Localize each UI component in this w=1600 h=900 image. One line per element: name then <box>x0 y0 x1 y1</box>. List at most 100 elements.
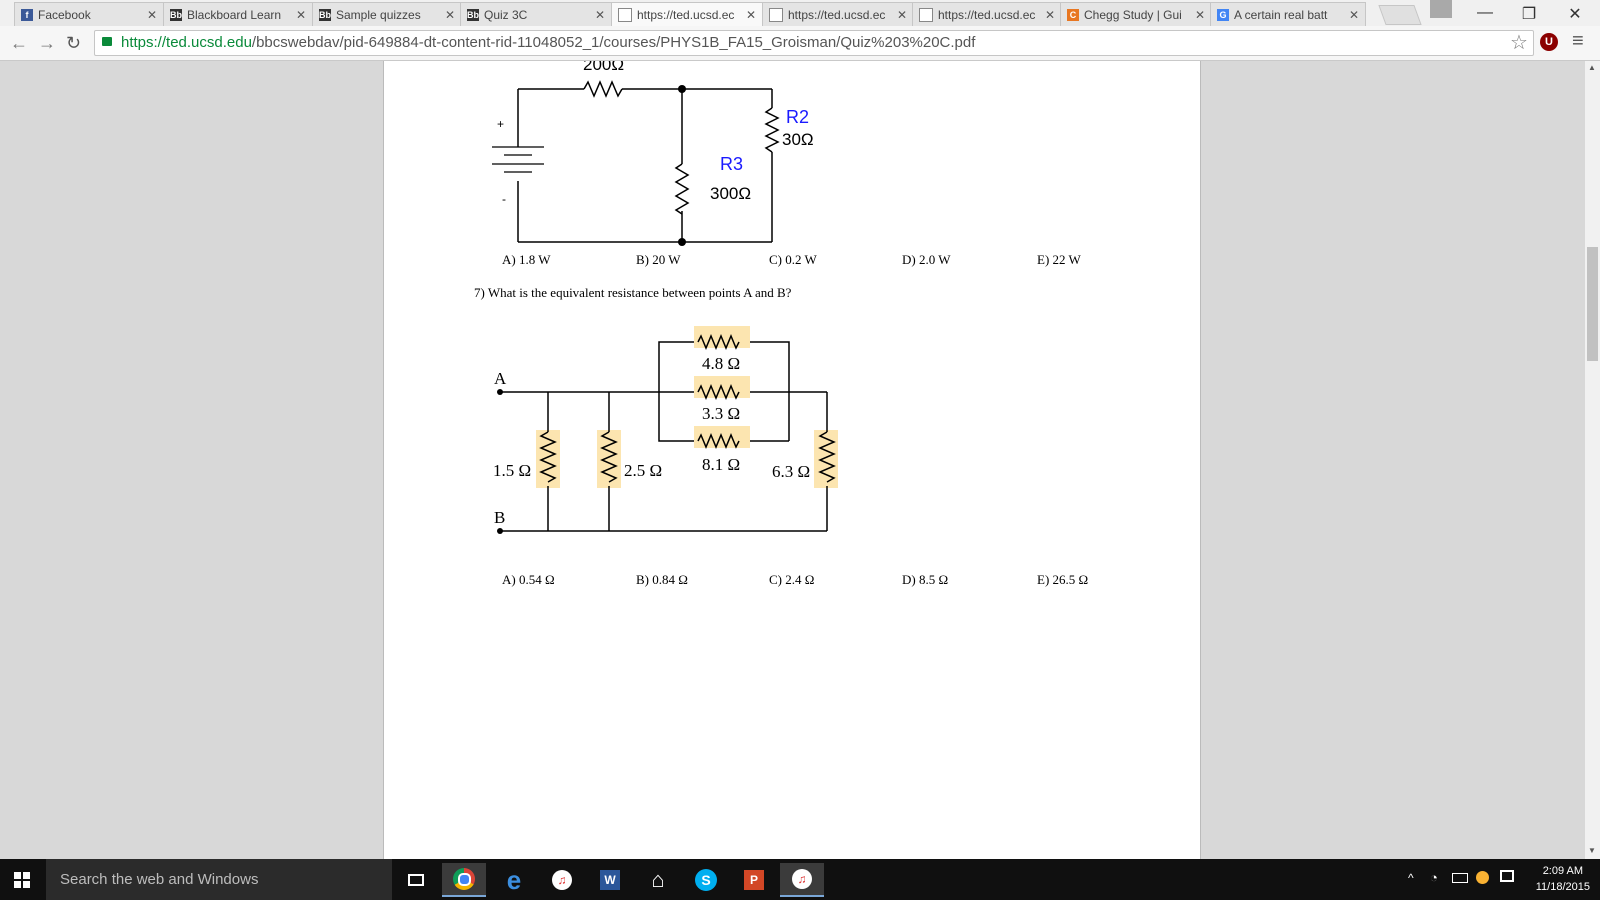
wifi-icon[interactable]: ◔ <box>1430 870 1438 885</box>
scrollbar-thumb[interactable] <box>1587 247 1598 361</box>
chrome-icon[interactable] <box>442 863 486 897</box>
document-icon <box>769 7 783 22</box>
tab-4[interactable]: Bb Quiz 3C ✕ <box>460 2 612 26</box>
home-icon[interactable]: ⌂ <box>651 867 665 892</box>
tab-7[interactable]: https://ted.ucsd.ec ✕ <box>912 2 1062 26</box>
skype-icon[interactable]: S <box>684 863 728 897</box>
forward-button[interactable]: → <box>38 33 56 53</box>
close-tab-icon[interactable]: ✕ <box>146 7 157 22</box>
edge-icon[interactable]: e <box>506 864 522 895</box>
tab-label: Facebook <box>38 7 91 22</box>
q7-option-e: E) 26.5 Ω <box>1037 572 1089 587</box>
chegg-icon: C <box>1067 8 1079 21</box>
bookmark-star-icon[interactable]: ☆ <box>1510 32 1528 54</box>
blackboard-icon: Bb <box>319 8 331 21</box>
facebook-icon: f <box>21 8 33 21</box>
q6-option-d: D) 2.0 W <box>902 252 951 267</box>
tab-label: https://ted.ucsd.ec <box>637 7 735 22</box>
point-a-label: A <box>494 369 507 388</box>
url-path: /bbcswebdav/pid-649884-dt-content-rid-11… <box>251 34 976 51</box>
r-2p5-label: 2.5 Ω <box>624 461 663 480</box>
reload-button[interactable]: ↻ <box>66 33 82 53</box>
close-tab-icon[interactable]: ✕ <box>745 7 756 22</box>
close-window-button[interactable]: ✕ <box>1568 6 1582 23</box>
document-icon <box>919 7 933 22</box>
close-tab-icon[interactable]: ✕ <box>1044 7 1055 22</box>
q6-option-e: E) 22 W <box>1037 252 1081 267</box>
user-icon[interactable] <box>1430 0 1452 18</box>
clock-date: 11/18/2015 <box>1535 881 1590 893</box>
tab-label: Sample quizzes <box>336 7 421 22</box>
tab-3[interactable]: Bb Sample quizzes ✕ <box>312 2 462 26</box>
r2-value: 30Ω <box>782 130 814 149</box>
powerpoint-icon[interactable]: P <box>732 863 776 897</box>
close-tab-icon[interactable]: ✕ <box>1194 7 1205 22</box>
tab-6[interactable]: https://ted.ucsd.ec ✕ <box>762 2 914 26</box>
r-3p3-label: 3.3 Ω <box>702 404 741 423</box>
tray-chevron-icon[interactable]: ^ <box>1408 871 1414 885</box>
word-icon[interactable]: W <box>588 863 632 897</box>
r2-name: R2 <box>786 107 810 127</box>
tab-strip: f Facebook ✕ Bb Blackboard Learn ✕ Bb Sample qu… <box>0 0 1600 27</box>
blackboard-icon: Bb <box>467 8 479 21</box>
windows-start-icon[interactable] <box>14 872 30 888</box>
new-tab-button[interactable] <box>1378 5 1422 25</box>
r3-value: 300Ω <box>710 184 752 203</box>
taskbar-search-input[interactable]: Search the web and Windows <box>46 859 392 900</box>
vertical-scrollbar[interactable]: ▲ ▼ <box>1585 61 1600 859</box>
q6-option-c: C) 0.2 W <box>769 252 817 267</box>
r-4p8-label: 4.8 Ω <box>702 354 741 373</box>
document-icon <box>618 7 632 22</box>
lock-icon <box>102 37 112 46</box>
q7-option-c: C) 2.4 Ω <box>769 572 815 587</box>
tab-5[interactable]: https://ted.ucsd.ec ✕ <box>611 2 763 26</box>
q7-option-a: A) 0.54 Ω <box>502 572 555 587</box>
circuit-diagram-q7 <box>497 326 838 534</box>
system-clock[interactable]: 2:09 AM 11/18/2015 <box>1536 863 1590 895</box>
tab-1[interactable]: f Facebook ✕ <box>14 2 164 26</box>
tab-8[interactable]: C Chegg Study | Gui ✕ <box>1060 2 1212 26</box>
scroll-down-arrow[interactable]: ▼ <box>1588 846 1596 855</box>
battery-minus-label: - <box>502 192 506 206</box>
tab-label: https://ted.ucsd.ec <box>788 7 886 22</box>
close-tab-icon[interactable]: ✕ <box>896 7 907 22</box>
minimize-button[interactable]: — <box>1477 4 1493 21</box>
address-toolbar: ← → ↻ https://ted.ucsd.edu/bbcswebdav/pi… <box>0 26 1600 61</box>
circuit-diagram-q6 <box>492 80 780 246</box>
profile-avatar[interactable]: U <box>1540 33 1558 51</box>
close-tab-icon[interactable]: ✕ <box>444 7 455 22</box>
url-input[interactable]: https://ted.ucsd.edu/bbcswebdav/pid-6498… <box>94 30 1534 56</box>
tab-label: Blackboard Learn <box>187 7 282 22</box>
tab-label: https://ted.ucsd.ec <box>938 7 1036 22</box>
tab-label: Quiz 3C <box>484 7 528 22</box>
r-1p5-label: 1.5 Ω <box>493 461 532 480</box>
task-view-icon[interactable] <box>394 863 438 897</box>
itunes-icon[interactable]: ♫ <box>540 863 584 897</box>
battery-plus-label: + <box>497 117 505 131</box>
notification-icon[interactable] <box>1500 870 1514 882</box>
r-6p3-label: 6.3 Ω <box>772 462 811 481</box>
close-tab-icon[interactable]: ✕ <box>594 7 605 22</box>
blackboard-icon: Bb <box>170 8 182 21</box>
clock-time: 2:09 AM <box>1542 865 1584 877</box>
close-tab-icon[interactable]: ✕ <box>1348 7 1359 22</box>
menu-icon[interactable]: ≡ <box>1572 30 1584 52</box>
tab-2[interactable]: Bb Blackboard Learn ✕ <box>163 2 313 26</box>
tab-label: A certain real batt <box>1234 7 1328 22</box>
itunes-running-icon[interactable]: ♫ <box>780 863 824 897</box>
close-tab-icon[interactable]: ✕ <box>295 7 306 22</box>
tab-label: Chegg Study | Gui <box>1084 7 1182 22</box>
battery-icon[interactable] <box>1452 873 1468 883</box>
r1-value: 200Ω <box>583 61 625 74</box>
scroll-up-arrow[interactable]: ▲ <box>1588 63 1596 72</box>
weather-icon[interactable] <box>1476 871 1489 884</box>
restore-button[interactable]: ❐ <box>1521 6 1537 23</box>
windows-taskbar: Search the web and Windows e ♫ W ⌂ S P ♫… <box>0 859 1600 900</box>
q6-option-a: A) 1.8 W <box>502 252 551 267</box>
r3-name: R3 <box>720 154 744 174</box>
q7-option-b: B) 0.84 Ω <box>636 572 688 587</box>
back-button[interactable]: ← <box>10 33 28 53</box>
